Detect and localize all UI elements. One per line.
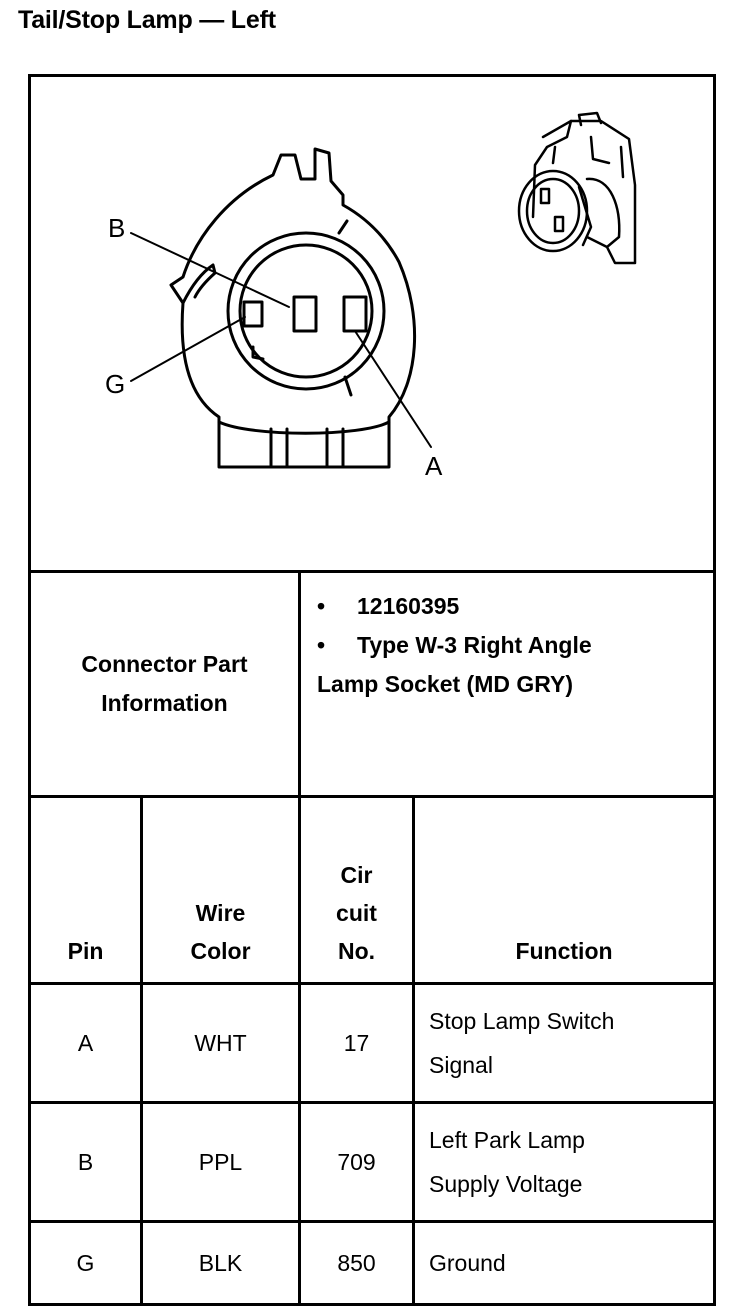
pin-label-a: A	[425, 451, 443, 481]
divider-row-b	[31, 1220, 713, 1223]
header-circuit-no: Cir cuit No.	[336, 862, 377, 964]
connector-table: B G A Connector Part Information •121603…	[28, 74, 716, 1306]
divider-col-2	[298, 795, 301, 1303]
row-g-function: Ground	[429, 1250, 506, 1276]
part-number: 12160395	[357, 593, 460, 619]
divider-info-vertical	[298, 570, 301, 796]
divider-diagram	[31, 570, 713, 573]
row-b-pin: B	[77, 1149, 94, 1175]
connector-face-drawing	[130, 111, 637, 469]
connector-perspective-view	[517, 111, 637, 265]
pin-label-g: G	[105, 369, 126, 399]
connector-info-label-line2: Information	[101, 690, 228, 716]
row-g-pin: G	[76, 1250, 95, 1276]
connector-info-label: Connector Part Information	[31, 573, 298, 795]
connector-housing	[169, 147, 417, 469]
divider-row-a	[31, 1101, 713, 1104]
row-a-function: Stop Lamp Switch Signal	[429, 1008, 615, 1078]
pin-label-b: B	[108, 213, 126, 243]
description-line2: Lamp Socket (MD GRY)	[317, 671, 574, 697]
divider-col-3	[412, 795, 415, 1303]
row-b-function: Left Park Lamp Supply Voltage	[429, 1127, 585, 1197]
divider-header	[31, 982, 713, 985]
leader-line-a	[354, 330, 432, 448]
leader-line-b	[130, 232, 290, 308]
connector-info-value: •12160395 •Type W-3 Right Angle Lamp Soc…	[317, 587, 707, 787]
row-b-circuit: 709	[337, 1149, 376, 1175]
leader-line-g	[130, 316, 246, 382]
divider-col-1	[140, 795, 143, 1303]
divider-info	[31, 795, 713, 798]
connector-diagram: B G A	[31, 77, 713, 570]
header-wire-color: Wire Color	[190, 900, 251, 964]
row-a-wire-color: WHT	[194, 1030, 247, 1056]
page-title: Tail/Stop Lamp — Left	[18, 6, 276, 34]
row-g-circuit: 850	[337, 1250, 376, 1276]
part-number-item: •12160395	[317, 593, 460, 619]
description-line1: Type W-3 Right Angle	[357, 632, 592, 658]
connector-info-label-line1: Connector Part	[81, 651, 248, 677]
row-a-circuit: 17	[343, 1030, 370, 1056]
row-g-wire-color: BLK	[198, 1250, 243, 1276]
row-b-wire-color: PPL	[198, 1149, 243, 1175]
description-item: •Type W-3 Right Angle	[317, 632, 592, 658]
header-function: Function	[515, 938, 613, 964]
row-a-pin: A	[77, 1030, 94, 1056]
header-pin: Pin	[67, 938, 104, 964]
